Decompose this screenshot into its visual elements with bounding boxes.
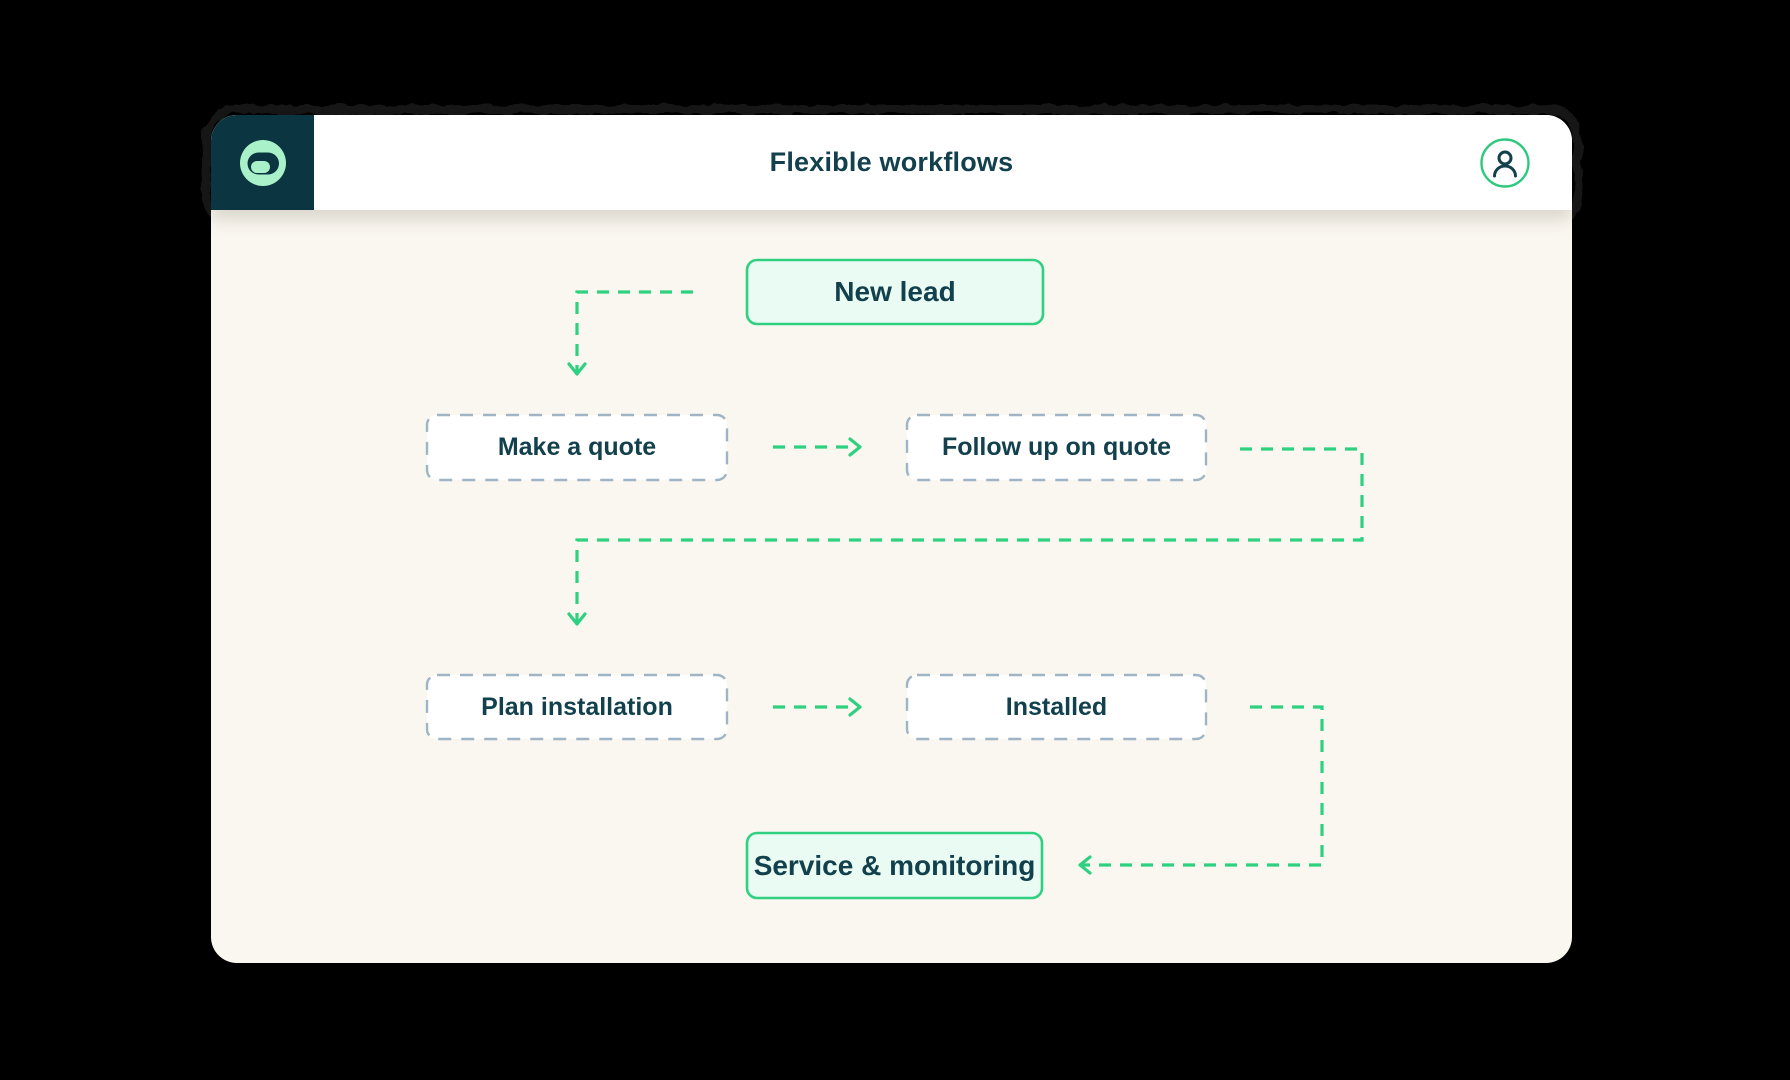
workflow-canvas: New lead Make a quote Follow up on quote… (211, 210, 1572, 963)
workflow-diagram-layer (425, 258, 1364, 900)
user-avatar-button[interactable] (1480, 137, 1530, 188)
node-box-plan-installation (425, 673, 729, 741)
node-box-new-lead (745, 258, 1045, 326)
workflow-node-plan-installation[interactable]: Plan installation (481, 692, 673, 721)
workflow-node-service-and-monitoring[interactable]: Service & monitoring (753, 849, 1036, 881)
pill-logo-icon (239, 139, 286, 186)
connector-installed-to-service-and-monitoring (1078, 705, 1324, 875)
workflow-node-follow-up-on-quote[interactable]: Follow up on quote (941, 433, 1172, 461)
user-avatar-icon (1480, 137, 1530, 188)
brand-logo (211, 115, 314, 210)
node-boxes (425, 258, 1208, 900)
connector-follow-up-to-plan-installation (567, 447, 1364, 626)
app-header: Flexible workflows (211, 115, 1572, 210)
workflow-node-make-a-quote[interactable]: Make a quote (497, 433, 657, 461)
node-box-make-a-quote (425, 413, 729, 482)
node-box-installed (905, 673, 1208, 741)
node-box-service-and-monitoring (745, 831, 1044, 900)
workflow-node-new-lead[interactable]: New lead (834, 276, 956, 307)
connector-new-lead-to-make-a-quote (567, 290, 693, 376)
page-title: Flexible workflows (769, 147, 1014, 177)
workflow-node-installed[interactable]: Installed (1005, 692, 1108, 721)
app-window: Flexible workflows (211, 115, 1572, 963)
node-box-follow-up-on-quote (905, 413, 1208, 482)
